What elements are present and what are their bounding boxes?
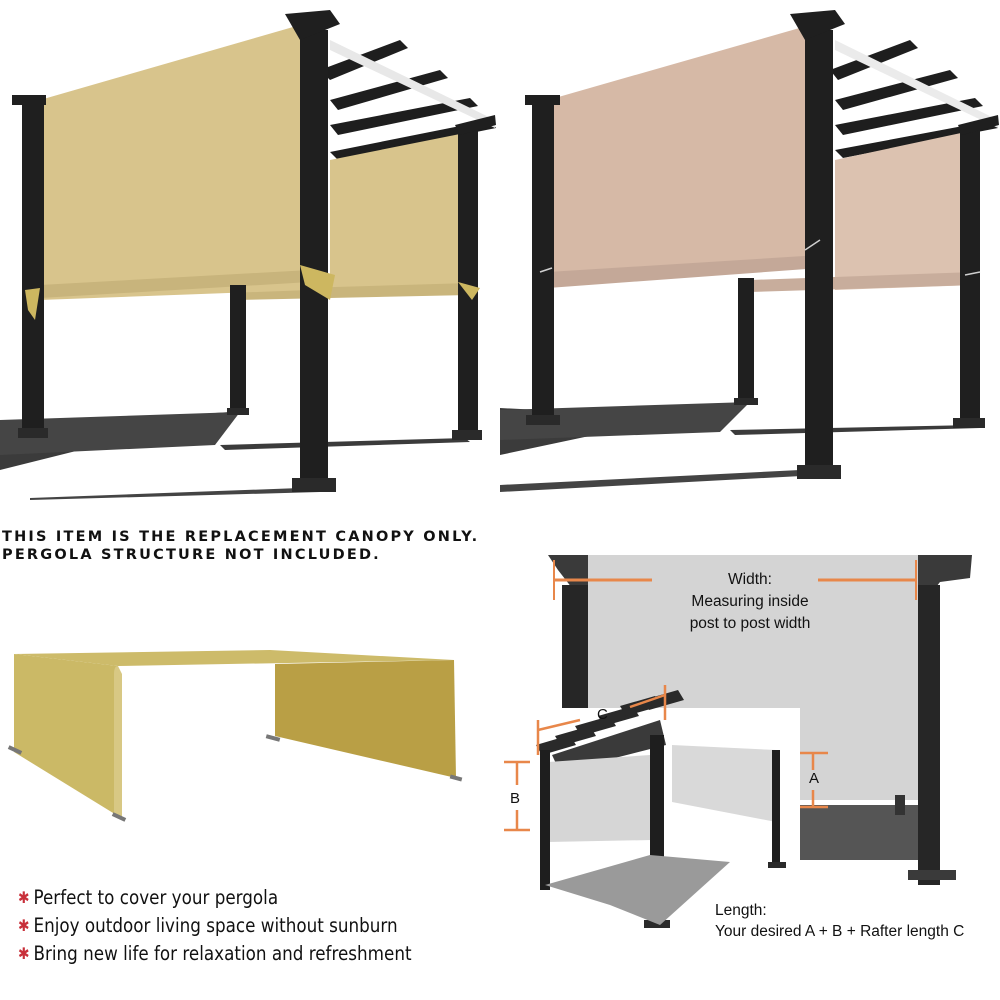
width-title: Width: — [728, 571, 772, 588]
marker-b-label: B — [510, 790, 521, 807]
length-formula: Your desired A + B + Rafter length C — [715, 923, 965, 940]
feature-item: ✱ Perfect to cover your pergola — [18, 884, 414, 912]
marker-a-label: A — [809, 770, 820, 787]
notice-line-2: PERGOLA STRUCTURE NOT INCLUDED. — [2, 547, 381, 563]
pergola-illustration — [500, 10, 999, 492]
canopy-only-render — [0, 640, 480, 840]
notice-line-1: THIS ITEM IS THE REPLACEMENT CANOPY ONLY… — [2, 529, 480, 545]
feature-text: Bring new life for relaxation and refres… — [33, 942, 412, 965]
feature-text: Perfect to cover your pergola — [33, 886, 279, 909]
marker-c-label: C — [597, 706, 608, 723]
width-line-1: Measuring inside — [691, 593, 809, 610]
measurement-illustration — [504, 555, 972, 928]
length-instruction: Length: Your desired A + B + Rafter leng… — [715, 900, 964, 942]
feature-list: ✱ Perfect to cover your pergola ✱ Enjoy … — [18, 884, 414, 968]
star-icon: ✱ — [18, 944, 30, 963]
replacement-notice: THIS ITEM IS THE REPLACEMENT CANOPY ONLY… — [2, 528, 522, 564]
beige-pergola-photo — [500, 0, 1000, 500]
feature-item: ✱ Bring new life for relaxation and refr… — [18, 940, 414, 968]
length-title: Length: — [715, 902, 767, 919]
star-icon: ✱ — [18, 916, 30, 935]
feature-text: Enjoy outdoor living space without sunbu… — [33, 914, 398, 937]
width-line-2: post to post width — [689, 615, 811, 632]
width-instruction: Width: Measuring inside post to post wid… — [650, 569, 850, 635]
sand-pergola-photo — [0, 0, 500, 500]
star-icon: ✱ — [18, 888, 30, 907]
pergola-illustration — [0, 10, 496, 500]
feature-item: ✱ Enjoy outdoor living space without sun… — [18, 912, 414, 940]
measurement-diagram — [500, 540, 1000, 1000]
canopy-illustration — [7, 650, 463, 822]
